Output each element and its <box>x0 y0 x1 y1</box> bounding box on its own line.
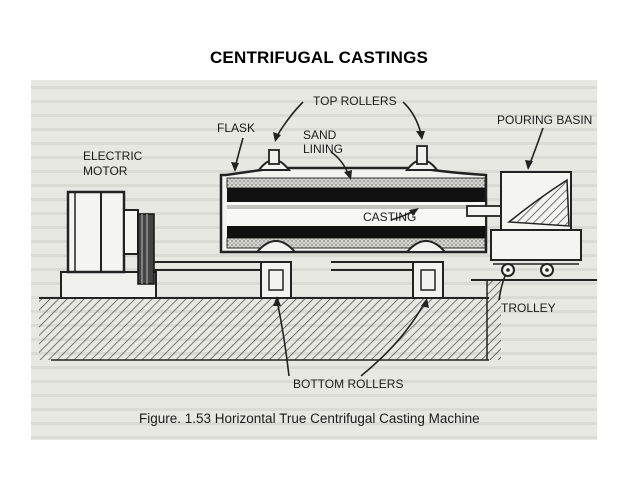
pouring-basin <box>500 171 572 231</box>
label-electric-motor-line2: MOTOR <box>83 164 128 178</box>
label-bottom-rollers: BOTTOM ROLLERS <box>293 377 403 391</box>
bottom-roller-left <box>254 240 298 299</box>
electric-motor <box>66 190 155 285</box>
label-flask: FLASK <box>217 121 255 135</box>
label-pouring-basin: POURING BASIN <box>497 113 592 127</box>
top-roller-left <box>256 149 292 171</box>
drive-shaft <box>151 261 416 299</box>
arrow-heads <box>231 131 533 308</box>
label-sand-lining-line2: LINING <box>303 142 343 156</box>
leader-lines <box>234 101 544 377</box>
label-casting: CASTING <box>363 210 416 224</box>
bottom-roller-right <box>404 240 448 299</box>
label-trolley: TROLLEY <box>501 301 556 315</box>
label-electric-motor-line1: ELECTRIC <box>83 149 143 163</box>
label-sand-lining-line1: SAND <box>303 128 337 142</box>
pouring-spout <box>466 205 502 217</box>
figure-caption: Figure. 1.53 Horizontal True Centrifugal… <box>139 411 480 426</box>
flask <box>219 166 488 254</box>
label-top-rollers: TOP ROLLERS <box>313 94 397 108</box>
ground <box>39 279 597 361</box>
trolley <box>490 229 582 277</box>
slide-title: CENTRIFUGAL CASTINGS <box>209 48 429 67</box>
top-roller-right <box>404 145 440 171</box>
scanned-figure: ELECTRIC MOTOR FLASK TOP ROLLERS SAND LI… <box>31 80 597 440</box>
centrifugal-casting-diagram: ELECTRIC MOTOR FLASK TOP ROLLERS SAND LI… <box>31 80 597 440</box>
